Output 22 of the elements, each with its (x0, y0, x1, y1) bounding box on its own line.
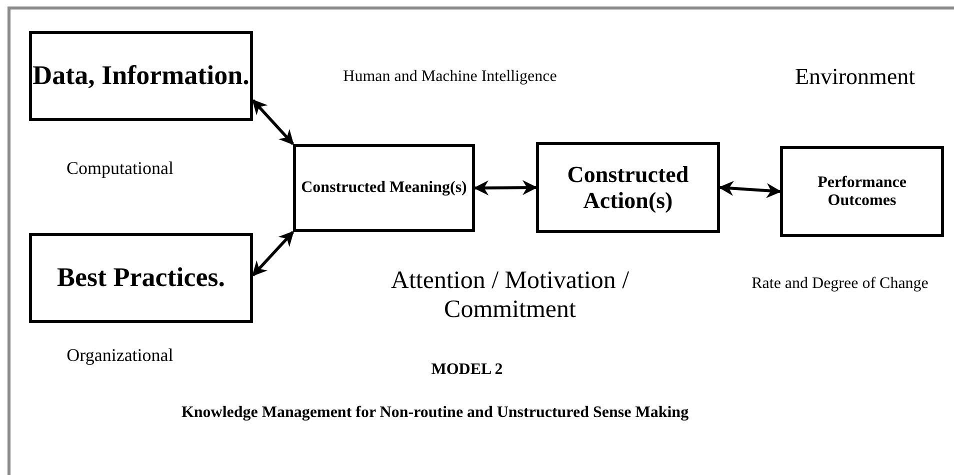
double-arrow (252, 230, 294, 276)
annotation-text: Rate and Degree of Change (750, 275, 930, 294)
heading-text: MODEL 2 (430, 361, 504, 380)
node-label: Performance Outcomes (816, 174, 908, 210)
double-arrow (474, 180, 538, 196)
annotation-text: Organizational (66, 345, 174, 366)
heading-text: Knowledge Management for Non-routine and Unstructured Sense Making (180, 404, 690, 422)
process-box (293, 144, 475, 232)
node-label: Data, Information. (32, 61, 250, 91)
process-box (780, 146, 944, 237)
annotation-text: Human and Machine Intelligence (342, 68, 558, 86)
node-label: Best Practices. (57, 263, 225, 293)
double-arrow (252, 99, 294, 146)
node-label: Constructed Action(s) (566, 162, 690, 213)
annotation-text: Environment (794, 64, 916, 90)
process-box (29, 233, 253, 323)
process-box (536, 142, 720, 233)
process-box (29, 31, 253, 121)
annotation-text: Computational (66, 158, 174, 179)
node-label: Constructed Meaning(s) (301, 179, 467, 197)
double-arrow (718, 180, 782, 198)
annotation-text: Attention / Motivation / Commitment (390, 267, 630, 324)
